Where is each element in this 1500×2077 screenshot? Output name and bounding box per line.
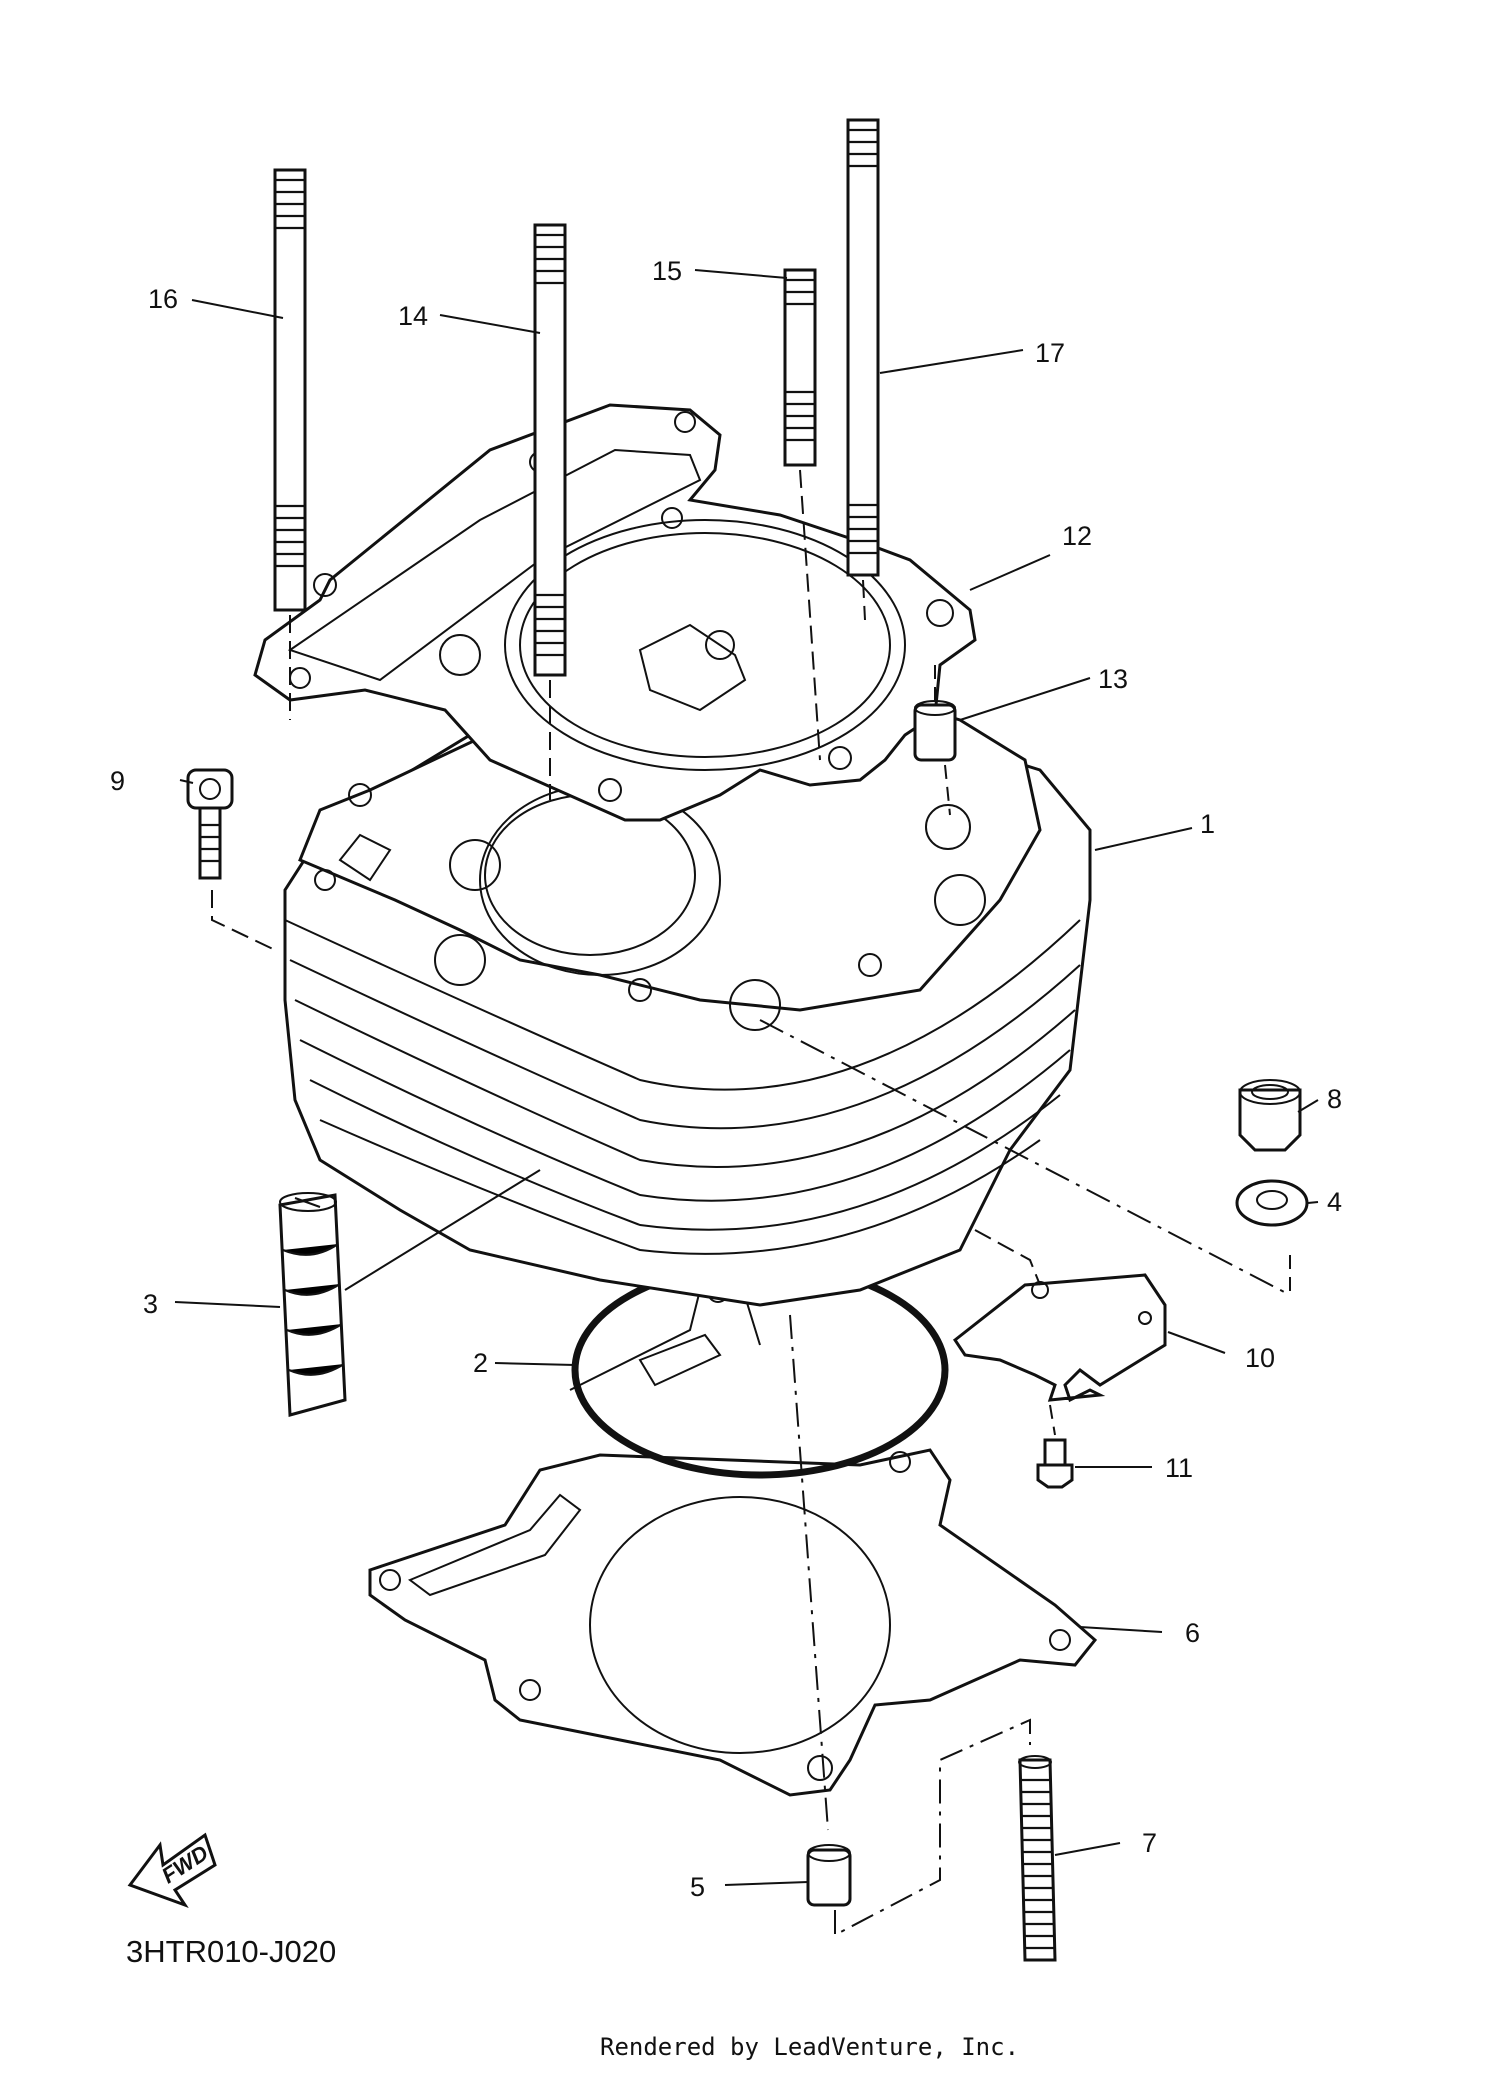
fwd-arrow-icon: FWD xyxy=(127,1832,217,1908)
dowel-pin-13 xyxy=(913,700,957,762)
render-credit: Rendered by LeadVenture, Inc. xyxy=(600,2033,1019,2061)
callout-14: 14 xyxy=(398,301,428,331)
callout-1: 1 xyxy=(1200,809,1215,839)
callout-6: 6 xyxy=(1185,1618,1200,1648)
callout-5: 5 xyxy=(690,1872,705,1902)
bolt-11 xyxy=(1036,1438,1074,1489)
callout-4: 4 xyxy=(1327,1187,1342,1217)
callout-17: 17 xyxy=(1035,338,1065,368)
diagram-code: 3HTR010-J020 xyxy=(126,1934,336,1969)
callout-16: 16 xyxy=(148,284,178,314)
callout-8: 8 xyxy=(1327,1084,1342,1114)
callout-10: 10 xyxy=(1245,1343,1275,1373)
stud-7 xyxy=(1018,1755,1057,1962)
stud-16 xyxy=(273,168,307,612)
dowel-pin-5 xyxy=(806,1844,852,1907)
callout-15: 15 xyxy=(652,256,682,286)
callout-11: 11 xyxy=(1165,1453,1193,1483)
callout-13: 13 xyxy=(1098,664,1128,694)
washer-4 xyxy=(1235,1179,1309,1227)
callout-2: 2 xyxy=(473,1348,488,1378)
stud-17 xyxy=(846,118,880,577)
callout-9: 9 xyxy=(110,766,125,796)
callout-3: 3 xyxy=(143,1289,158,1319)
stud-15 xyxy=(783,268,817,467)
stud-bolt-3 xyxy=(278,1192,347,1417)
callout-7: 7 xyxy=(1142,1828,1157,1858)
stud-14 xyxy=(533,223,567,677)
bracket-10 xyxy=(952,1273,1167,1403)
bolt-9 xyxy=(186,768,234,880)
base-gasket xyxy=(368,1448,1098,1797)
callout-12: 12 xyxy=(1062,521,1092,551)
nut-8 xyxy=(1238,1079,1302,1152)
